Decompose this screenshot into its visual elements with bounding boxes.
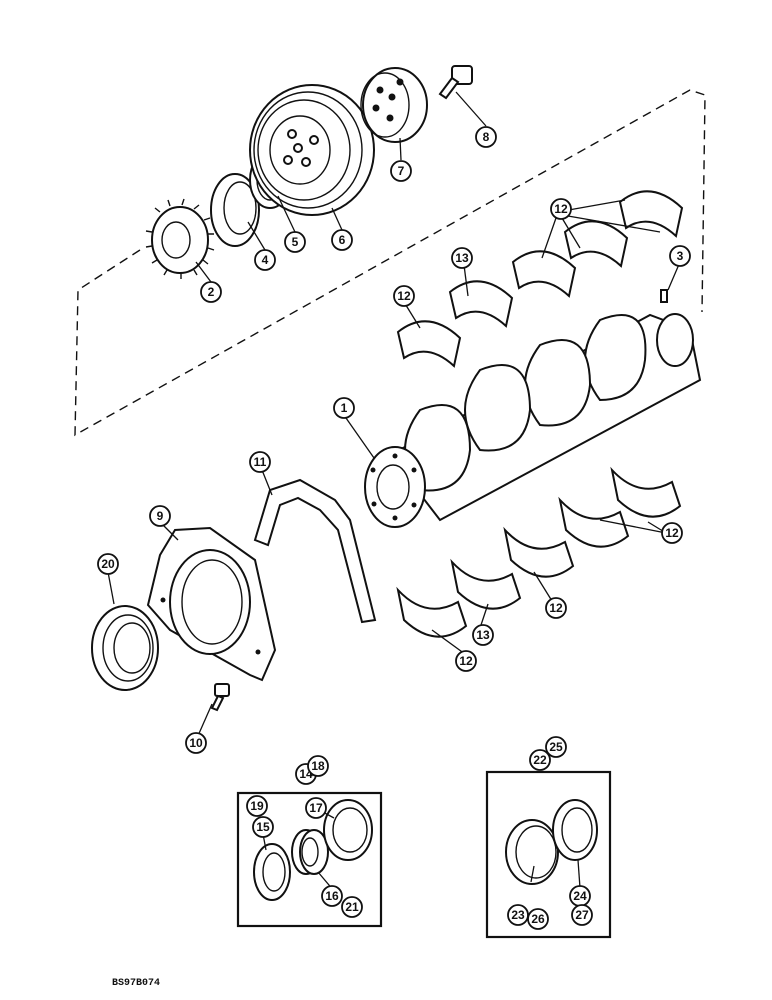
callout-5: 5 bbox=[284, 231, 306, 253]
svg-text:7: 7 bbox=[398, 164, 405, 178]
svg-text:13: 13 bbox=[455, 251, 469, 265]
callout-8: 8 bbox=[475, 126, 497, 148]
svg-text:13: 13 bbox=[476, 628, 490, 642]
crankshaft-pulley bbox=[249, 84, 375, 216]
spacer-ring bbox=[210, 173, 260, 247]
crankshaft-gear bbox=[145, 198, 215, 279]
svg-text:15: 15 bbox=[256, 820, 270, 834]
dowel-pin bbox=[660, 289, 668, 303]
callout-22: 22 bbox=[529, 749, 551, 771]
svg-text:12: 12 bbox=[665, 526, 679, 540]
seal-carrier-gasket bbox=[253, 478, 377, 624]
callout-26: 26 bbox=[527, 908, 549, 930]
callout-17: 17 bbox=[305, 797, 327, 819]
callout-11: 11 bbox=[249, 451, 271, 473]
callout-1: 1 bbox=[333, 397, 355, 419]
svg-text:26: 26 bbox=[531, 912, 545, 926]
pulley-bolt bbox=[438, 65, 473, 100]
leader-lines bbox=[107, 91, 681, 892]
svg-text:16: 16 bbox=[325, 889, 339, 903]
svg-text:6: 6 bbox=[339, 233, 346, 247]
callout-12-lower-middle: 12 bbox=[545, 597, 567, 619]
svg-text:23: 23 bbox=[511, 908, 525, 922]
callout-9: 9 bbox=[149, 505, 171, 527]
lower-bearing-shells bbox=[396, 466, 682, 638]
svg-text:22: 22 bbox=[533, 753, 547, 767]
svg-text:21: 21 bbox=[345, 900, 359, 914]
crankshaft bbox=[364, 313, 702, 528]
svg-text:9: 9 bbox=[157, 509, 164, 523]
svg-text:10: 10 bbox=[189, 736, 203, 750]
callout-10: 10 bbox=[185, 732, 207, 754]
svg-text:20: 20 bbox=[101, 557, 115, 571]
seal-kit-box-right bbox=[485, 770, 612, 939]
seal-kit-box-left bbox=[236, 791, 383, 928]
callout-25: 25 bbox=[545, 736, 567, 758]
callout-12-lower-left: 12 bbox=[455, 650, 477, 672]
svg-text:12: 12 bbox=[549, 601, 563, 615]
svg-text:12: 12 bbox=[459, 654, 473, 668]
svg-text:3: 3 bbox=[677, 249, 684, 263]
svg-text:17: 17 bbox=[309, 801, 323, 815]
svg-text:11: 11 bbox=[254, 455, 267, 469]
callout-20: 20 bbox=[97, 553, 119, 575]
callout-15: 15 bbox=[252, 816, 274, 838]
front-seal-kit-parts bbox=[253, 799, 373, 901]
svg-text:12: 12 bbox=[397, 289, 411, 303]
callout-2: 2 bbox=[200, 281, 222, 303]
svg-text:12: 12 bbox=[554, 202, 568, 216]
dashed-group-outline bbox=[74, 89, 706, 437]
rear-seal-carrier bbox=[146, 526, 277, 682]
callout-7: 7 bbox=[390, 160, 412, 182]
rear-oil-seal bbox=[91, 605, 159, 691]
callout-12-upper-left: 12 bbox=[393, 285, 415, 307]
callout-19: 19 bbox=[246, 795, 268, 817]
figure-code: BS97B074 bbox=[112, 978, 160, 989]
callout-18: 18 bbox=[307, 755, 329, 777]
callout-13-upper: 13 bbox=[451, 247, 473, 269]
rear-seal-kit-parts bbox=[505, 799, 598, 885]
callout-3: 3 bbox=[669, 245, 691, 267]
svg-text:24: 24 bbox=[573, 889, 587, 903]
callout-24: 24 bbox=[569, 885, 591, 907]
callout-27: 27 bbox=[571, 904, 593, 926]
callout-23: 23 bbox=[507, 904, 529, 926]
callout-13-lower: 13 bbox=[472, 624, 494, 646]
svg-text:18: 18 bbox=[311, 759, 325, 773]
callout-21: 21 bbox=[341, 896, 363, 918]
carrier-screw bbox=[210, 683, 230, 712]
svg-text:1: 1 bbox=[341, 401, 348, 415]
svg-text:19: 19 bbox=[250, 799, 264, 813]
svg-text:4: 4 bbox=[262, 253, 269, 267]
damper-hub bbox=[360, 67, 428, 143]
svg-text:5: 5 bbox=[292, 235, 299, 249]
callout-4: 4 bbox=[254, 249, 276, 271]
svg-text:8: 8 bbox=[483, 130, 490, 144]
callout-12-upper-right: 12 bbox=[550, 198, 572, 220]
callout-16: 16 bbox=[321, 885, 343, 907]
callout-6: 6 bbox=[331, 229, 353, 251]
svg-text:25: 25 bbox=[549, 740, 563, 754]
callout-12-lower-right: 12 bbox=[661, 522, 683, 544]
svg-text:27: 27 bbox=[575, 908, 589, 922]
svg-text:2: 2 bbox=[208, 285, 215, 299]
